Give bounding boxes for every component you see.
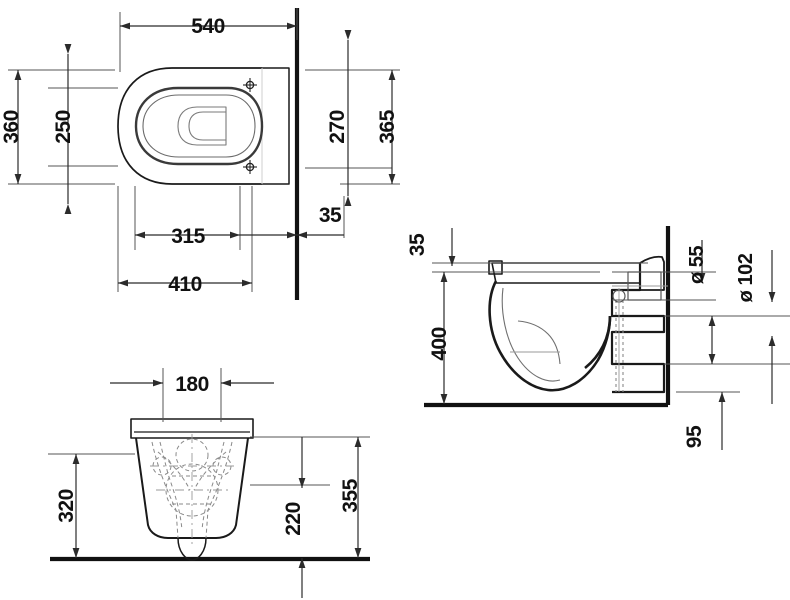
label-355: 355 bbox=[339, 478, 362, 512]
label-540: 540 bbox=[191, 15, 225, 38]
label-250: 250 bbox=[52, 110, 75, 144]
plan-rear-flange bbox=[262, 67, 290, 185]
view-side bbox=[424, 226, 790, 450]
label-315: 315 bbox=[171, 225, 205, 248]
front-center-axes bbox=[150, 434, 234, 548]
plan-fixing-bolt-bottom bbox=[243, 160, 257, 174]
label-320: 320 bbox=[55, 489, 78, 523]
side-rear-lip bbox=[639, 255, 665, 291]
side-bowl-inner-step bbox=[517, 320, 561, 365]
label-dia-55: ø 55 bbox=[686, 246, 708, 284]
label-dia-102: ø 102 bbox=[735, 253, 757, 302]
plan-rim-inner bbox=[142, 94, 256, 158]
label-35-side: 35 bbox=[406, 233, 429, 256]
side-rim-plate bbox=[491, 262, 641, 284]
plan-bowl-outline bbox=[117, 67, 262, 185]
label-400: 400 bbox=[428, 327, 451, 361]
plan-fixing-bolt-top bbox=[243, 78, 257, 92]
label-35-plan: 35 bbox=[319, 204, 342, 227]
side-inlet-pipe bbox=[615, 300, 624, 392]
label-220: 220 bbox=[282, 502, 305, 536]
side-bowl-inner-surface bbox=[501, 287, 561, 382]
dimension-labels: 540 360 250 270 365 315 35 410 35 400 ø … bbox=[0, 15, 757, 536]
side-trap-profile bbox=[584, 315, 612, 370]
plan-flush-opening-inner bbox=[188, 111, 204, 141]
plan-rim-outer bbox=[134, 86, 264, 166]
label-365: 365 bbox=[376, 109, 399, 143]
label-270: 270 bbox=[326, 110, 349, 144]
side-rim-front-nub bbox=[488, 260, 503, 275]
side-bowl-outline bbox=[488, 280, 612, 392]
view-front bbox=[48, 368, 370, 598]
label-410: 410 bbox=[168, 273, 202, 296]
label-180: 180 bbox=[175, 373, 209, 396]
label-95: 95 bbox=[683, 425, 706, 448]
label-360: 360 bbox=[0, 110, 23, 144]
front-outlet-bump bbox=[177, 537, 207, 561]
plan-flush-opening bbox=[177, 106, 227, 146]
view-plan bbox=[8, 8, 400, 300]
